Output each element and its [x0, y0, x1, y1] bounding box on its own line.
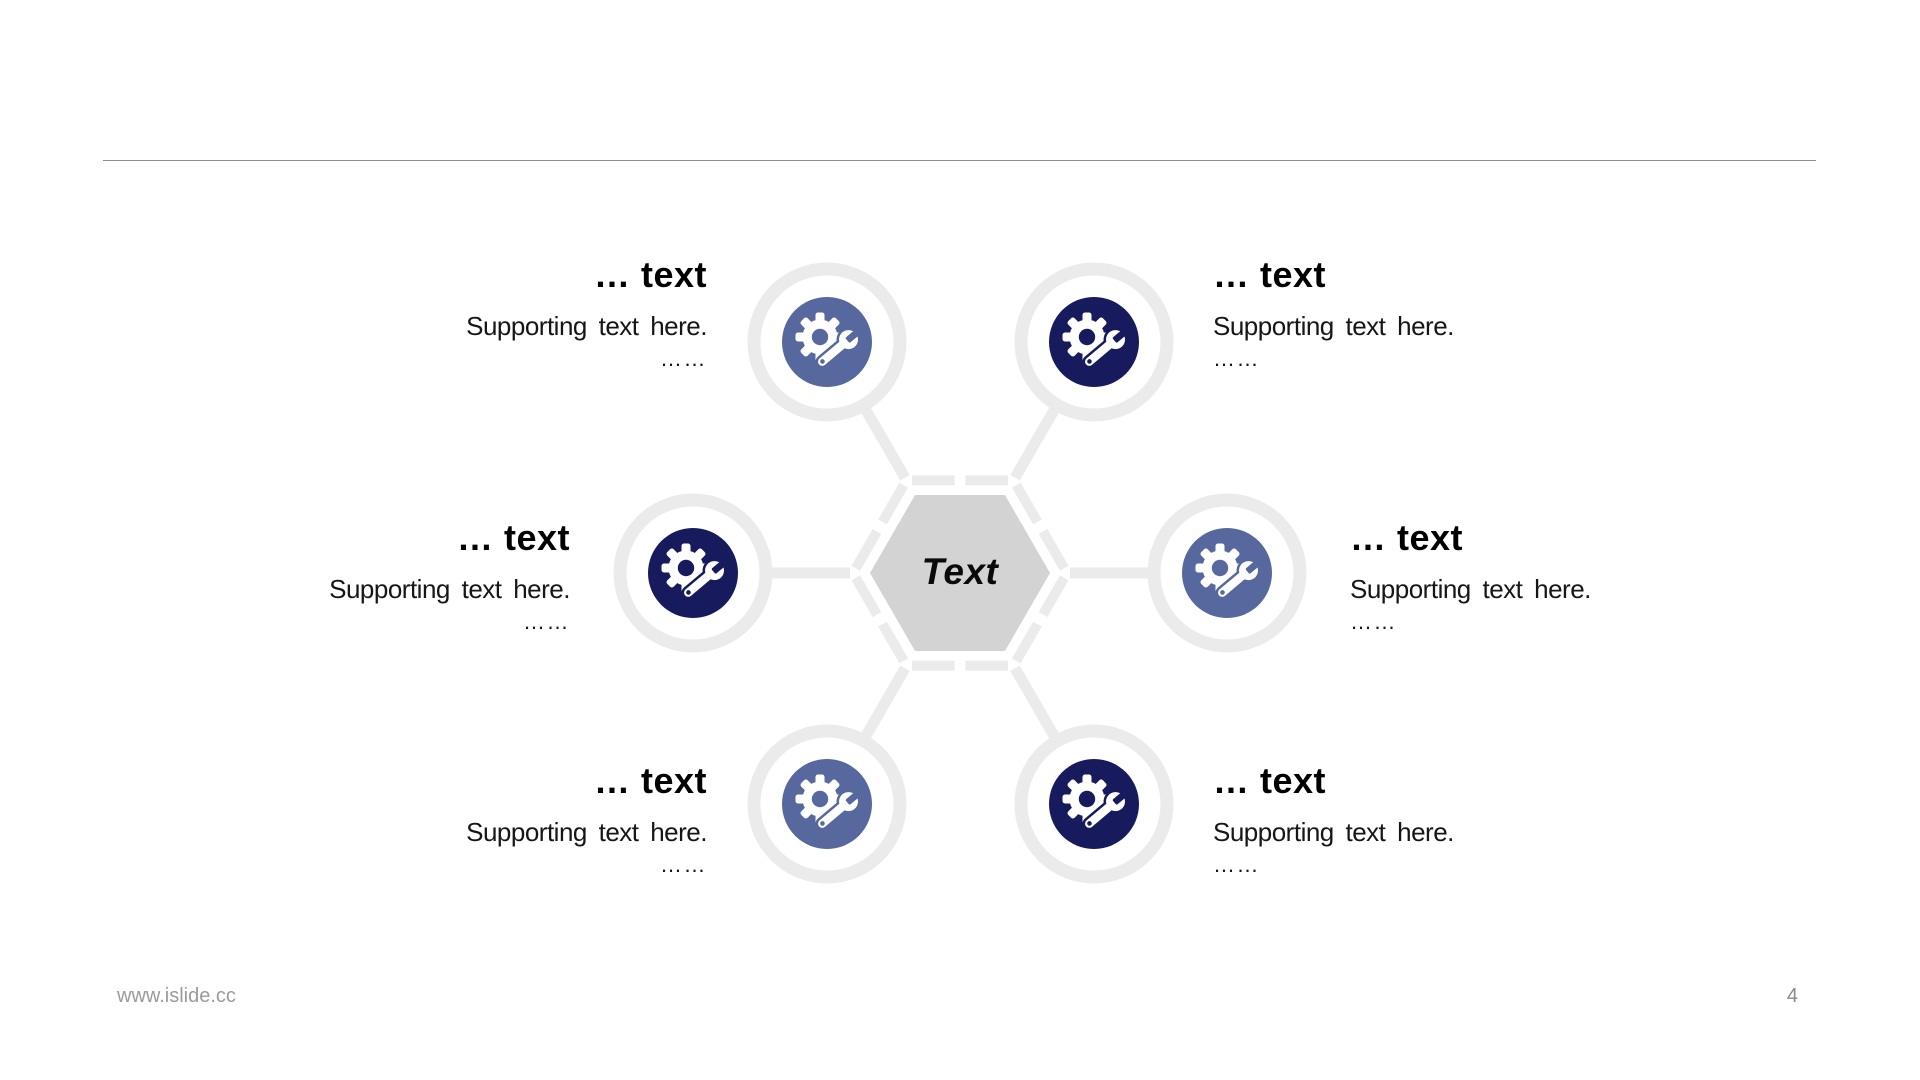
- node-supporting-text: Supporting text here.: [466, 311, 707, 341]
- node-supporting-text: Supporting text here.: [1213, 817, 1454, 847]
- node-ellipsis: ……: [660, 852, 707, 877]
- node-middle-right: [1147, 493, 1307, 653]
- node-ring: [747, 262, 907, 422]
- node-bottom-right: [1014, 724, 1174, 884]
- footer-website: www.islide.cc: [117, 985, 236, 1007]
- node-ellipsis: ……: [523, 609, 570, 634]
- spoke-top-right: [1010, 405, 1060, 481]
- node-supporting-text: Supporting text here.: [1350, 574, 1591, 604]
- node-heading: … text: [456, 517, 570, 558]
- node-ellipsis: ……: [1213, 852, 1260, 877]
- center-hexagon-label: Text: [921, 551, 999, 592]
- node-heading: … text: [593, 760, 707, 801]
- node-top-left: [747, 262, 907, 422]
- node-ellipsis: ……: [1213, 346, 1260, 371]
- spoke-bottom-left: [860, 665, 910, 741]
- node-heading: … text: [593, 254, 707, 295]
- node-middle-left: [613, 493, 773, 653]
- node-heading: … text: [1213, 760, 1327, 801]
- connector-spokes: [770, 405, 1150, 741]
- spoke-top-left: [860, 405, 910, 481]
- node-text-top-left: … text Supporting text here. ……: [277, 255, 707, 374]
- node-ring: [1014, 724, 1174, 884]
- node-text-middle-left: … text Supporting text here. ……: [140, 518, 570, 637]
- node-heading: … text: [1350, 517, 1464, 558]
- node-supporting-text: Supporting text here.: [1213, 311, 1454, 341]
- node-ring: [613, 493, 773, 653]
- node-supporting-text: Supporting text here.: [466, 817, 707, 847]
- node-supporting-text: Supporting text here.: [329, 574, 570, 604]
- node-text-top-right: … text Supporting text here. ……: [1213, 255, 1643, 374]
- node-text-bottom-left: … text Supporting text here. ……: [277, 761, 707, 880]
- node-ellipsis: ……: [660, 346, 707, 371]
- node-text-bottom-right: … text Supporting text here. ……: [1213, 761, 1643, 880]
- node-top-right: [1014, 262, 1174, 422]
- center-hexagon: [870, 495, 1050, 651]
- node-heading: … text: [1213, 254, 1327, 295]
- node-ring: [1147, 493, 1307, 653]
- node-ring: [1014, 262, 1174, 422]
- divider-line: [103, 160, 1816, 161]
- page-number: 4: [1786, 985, 1798, 1007]
- node-bottom-left: [747, 724, 907, 884]
- node-text-middle-right: … text Supporting text here. ……: [1350, 518, 1780, 637]
- node-ring: [747, 724, 907, 884]
- spoke-bottom-right: [1010, 665, 1060, 741]
- node-ellipsis: ……: [1350, 609, 1397, 634]
